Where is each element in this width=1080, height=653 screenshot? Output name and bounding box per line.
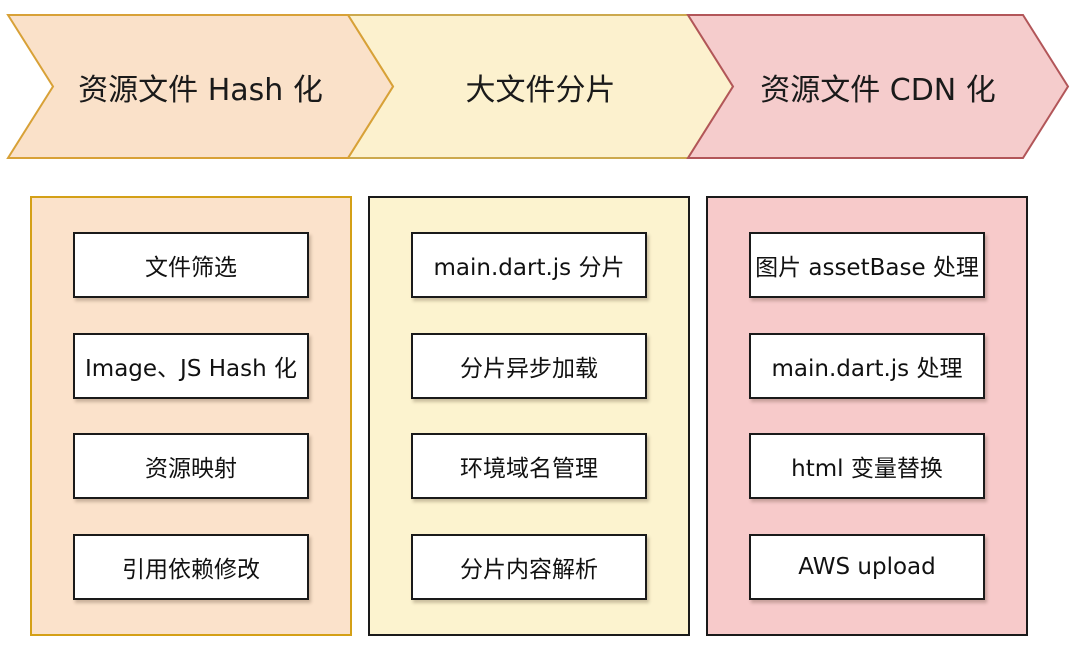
- chevron-arrow-hash: [6, 14, 395, 159]
- step-box: 图片 assetBase 处理: [749, 232, 985, 299]
- panel-cdn-steps: 图片 assetBase 处理 main.dart.js 处理 html 变量替…: [706, 196, 1028, 636]
- banner-label-hash: 资源文件 Hash 化: [78, 72, 323, 108]
- step-box: main.dart.js 分片: [411, 232, 647, 299]
- step-box: 资源映射: [73, 433, 309, 500]
- step-box: 文件筛选: [73, 232, 309, 299]
- step-box: 分片异步加载: [411, 332, 647, 399]
- chevron-arrow-cdn: [686, 14, 1070, 159]
- step-box: AWS upload: [749, 533, 985, 600]
- banner-label-slicing: 大文件分片: [465, 72, 616, 108]
- step-box: 引用依赖修改: [73, 533, 309, 600]
- panel-hash-steps: 文件筛选 Image、JS Hash 化 资源映射 引用依赖修改: [30, 196, 352, 636]
- step-box: Image、JS Hash 化: [73, 332, 309, 399]
- step-box: main.dart.js 处理: [749, 332, 985, 399]
- banner-strip: [6, 14, 1070, 159]
- step-box: html 变量替换: [749, 433, 985, 500]
- panel-slicing-steps: main.dart.js 分片 分片异步加载 环境域名管理 分片内容解析: [368, 196, 690, 636]
- step-box: 分片内容解析: [411, 533, 647, 600]
- step-box: 环境域名管理: [411, 433, 647, 500]
- banner-label-cdn: 资源文件 CDN 化: [760, 72, 996, 108]
